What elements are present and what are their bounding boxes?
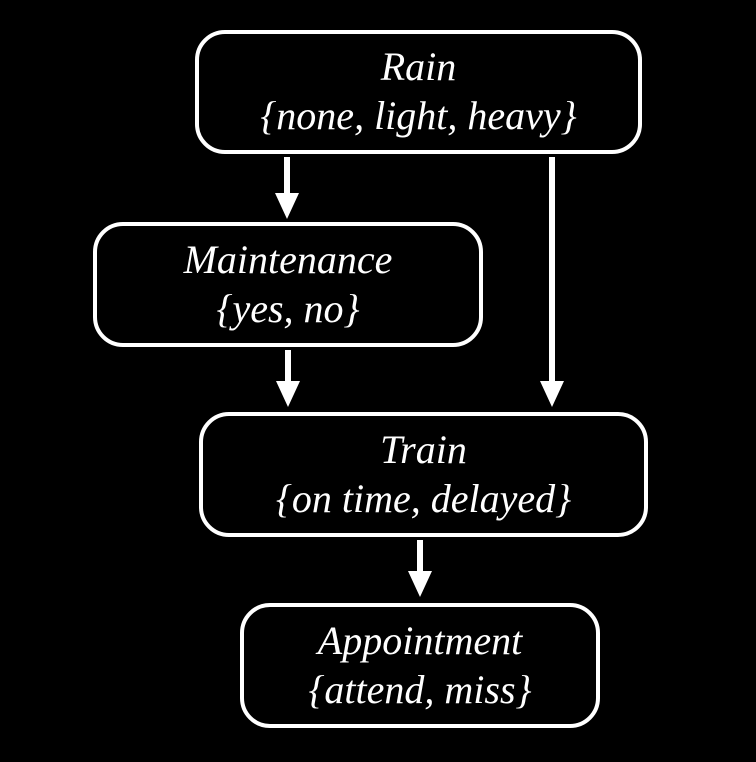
node-maintenance: Maintenance {yes, no} — [93, 222, 483, 347]
edge-maintenance-to-train — [276, 350, 300, 407]
node-appointment-values: {attend, miss} — [308, 666, 532, 712]
edge-rain-to-train-arrowhead-icon — [540, 381, 564, 407]
node-train: Train {on time, delayed} — [199, 412, 648, 537]
edge-train-to-appointment — [408, 540, 432, 597]
edge-maintenance-to-train-arrowhead-icon — [276, 381, 300, 407]
node-train-title: Train — [380, 426, 467, 472]
node-train-values: {on time, delayed} — [275, 475, 572, 521]
node-appointment-title: Appointment — [317, 617, 523, 663]
node-rain-values: {none, light, heavy} — [260, 93, 577, 138]
node-appointment: Appointment {attend, miss} — [240, 603, 600, 728]
node-rain-title: Rain — [380, 44, 457, 90]
node-rain: Rain {none, light, heavy} — [195, 30, 642, 154]
edge-rain-to-maintenance — [275, 157, 299, 219]
node-maintenance-values: {yes, no} — [216, 285, 360, 331]
node-maintenance-title: Maintenance — [183, 236, 393, 282]
edge-rain-to-maintenance-arrowhead-icon — [275, 193, 299, 219]
edge-train-to-appointment-arrowhead-icon — [408, 571, 432, 597]
edge-rain-to-train — [540, 157, 564, 407]
